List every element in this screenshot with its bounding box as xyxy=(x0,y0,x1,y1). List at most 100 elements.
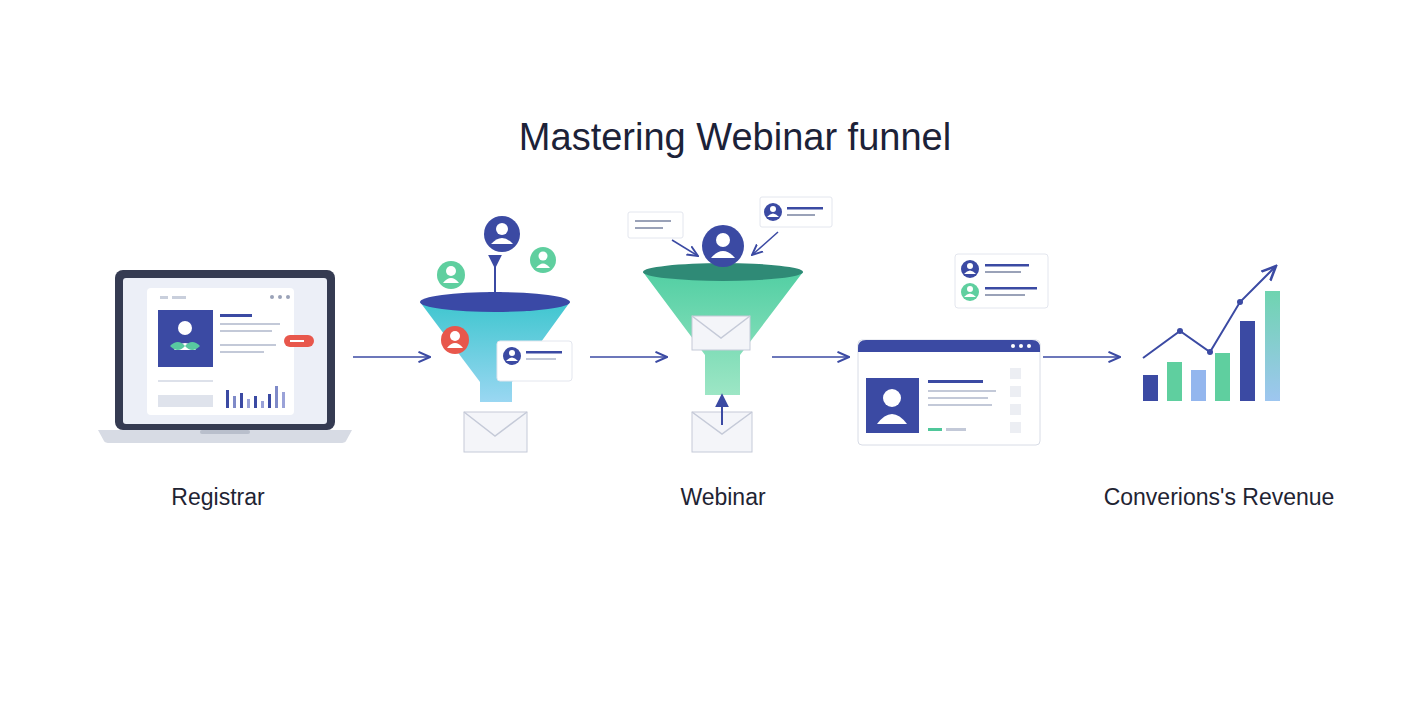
lead-funnel-part xyxy=(464,412,527,436)
webinar-funnel-part xyxy=(721,396,723,425)
laptop-icon-part xyxy=(178,321,192,335)
laptop-icon-part xyxy=(123,278,327,424)
laptop-icon-part-part xyxy=(282,392,285,408)
offer-page-part xyxy=(985,294,1025,296)
lead-funnel-part xyxy=(497,341,572,381)
lead-funnel-part xyxy=(526,351,562,354)
webinar-funnel-part xyxy=(787,207,823,210)
stage-label: Registrar xyxy=(171,484,264,511)
revenue-chart xyxy=(1143,266,1280,401)
webinar-funnel-part xyxy=(643,272,803,395)
offer-page-part xyxy=(928,380,983,383)
offer-page-part xyxy=(961,260,979,278)
offer-page-part xyxy=(985,264,1029,267)
laptop-icon-part xyxy=(172,296,186,299)
webinar-funnel-part xyxy=(716,233,730,247)
laptop-icon-part-part xyxy=(275,386,278,408)
lead-funnel-part xyxy=(420,302,570,402)
webinar-funnel-part xyxy=(635,220,671,222)
laptop-icon-part xyxy=(170,342,185,350)
laptop-icon-part xyxy=(220,323,280,325)
lead-funnel-part xyxy=(506,358,518,362)
revenue-chart-part xyxy=(1207,349,1213,355)
offer-page-part xyxy=(961,283,979,301)
revenue-chart-part xyxy=(1240,321,1255,401)
revenue-chart-part xyxy=(1215,353,1230,401)
laptop-icon-part-part xyxy=(240,393,243,408)
offer-page-part xyxy=(1010,404,1021,415)
laptop-icon-part xyxy=(158,310,213,367)
laptop-icon-part xyxy=(286,295,290,299)
revenue-chart-part xyxy=(1143,375,1158,401)
laptop-icon-part xyxy=(278,295,282,299)
webinar-funnel-part xyxy=(635,227,663,229)
offer-page-part xyxy=(1027,344,1031,348)
webinar-funnel-part xyxy=(752,232,778,255)
revenue-chart-part xyxy=(1191,370,1206,401)
laptop-icon-part xyxy=(220,314,252,317)
laptop-icon-part-part xyxy=(268,394,271,408)
lead-funnel-part xyxy=(437,261,465,289)
lead-funnel-part xyxy=(420,292,570,312)
offer-page-part xyxy=(985,271,1021,273)
laptop-icon-part xyxy=(147,288,294,415)
laptop-icon-part-part xyxy=(226,390,229,408)
offer-page-part xyxy=(1019,344,1023,348)
offer-page-part xyxy=(985,287,1037,290)
offer-page-part xyxy=(1010,368,1021,379)
laptop-icon-part xyxy=(220,344,276,346)
laptop-icon-part xyxy=(220,351,264,353)
revenue-chart-part xyxy=(1167,362,1182,401)
lead-funnel xyxy=(420,216,572,452)
webinar-funnel-part xyxy=(692,316,750,350)
lead-funnel-part xyxy=(447,343,463,348)
webinar-funnel-part xyxy=(672,240,698,256)
lead-funnel-part xyxy=(539,252,548,261)
webinar-funnel-part xyxy=(764,203,782,221)
laptop-icon-part-part xyxy=(254,396,257,408)
laptop-icon-part-part xyxy=(233,396,236,408)
offer-page-part xyxy=(1011,344,1015,348)
lead-funnel-part xyxy=(530,247,556,273)
laptop-icon-part xyxy=(158,395,213,407)
offer-page-part xyxy=(946,428,966,431)
laptop-icon-part xyxy=(115,270,335,430)
stage-label: Converions's Revenue xyxy=(1104,484,1335,511)
webinar-funnel-part xyxy=(711,251,735,258)
webinar-funnel-part xyxy=(702,225,744,267)
offer-page-part xyxy=(1010,386,1021,397)
flow-arrow-part xyxy=(1043,356,1120,358)
offer-page-part xyxy=(858,340,1040,445)
lead-funnel-part xyxy=(464,412,527,452)
stage-label: Webinar xyxy=(680,484,765,511)
laptop-icon-part xyxy=(158,380,213,382)
offer-page-part xyxy=(928,390,996,392)
offer-page-part xyxy=(866,378,919,433)
flow-arrow-part xyxy=(353,356,430,358)
lead-funnel-part xyxy=(491,238,513,244)
revenue-chart-part xyxy=(1177,328,1183,334)
laptop-icon-part xyxy=(284,335,314,347)
revenue-chart-part xyxy=(1143,266,1276,358)
lead-funnel-part xyxy=(503,347,521,365)
laptop-icon-part xyxy=(185,342,200,350)
webinar-funnel-part xyxy=(787,214,815,216)
laptop-icon xyxy=(98,270,352,443)
laptop-icon-part xyxy=(200,430,250,434)
webinar-funnel-part xyxy=(628,212,683,238)
offer-page-part xyxy=(877,414,907,424)
lead-funnel-part xyxy=(441,326,469,354)
flow-arrow-part xyxy=(590,356,667,358)
laptop-icon-part xyxy=(98,430,352,443)
offer-page-part xyxy=(928,428,942,431)
offer-page xyxy=(858,254,1048,445)
offer-page-part xyxy=(883,389,901,407)
laptop-icon-part xyxy=(160,296,168,299)
offer-page-part xyxy=(928,404,992,406)
laptop-icon-part-part xyxy=(247,399,250,408)
offer-page-part xyxy=(858,340,1040,352)
offer-page-part xyxy=(964,294,976,298)
offer-page-part xyxy=(967,263,973,269)
webinar-funnel xyxy=(628,197,832,452)
